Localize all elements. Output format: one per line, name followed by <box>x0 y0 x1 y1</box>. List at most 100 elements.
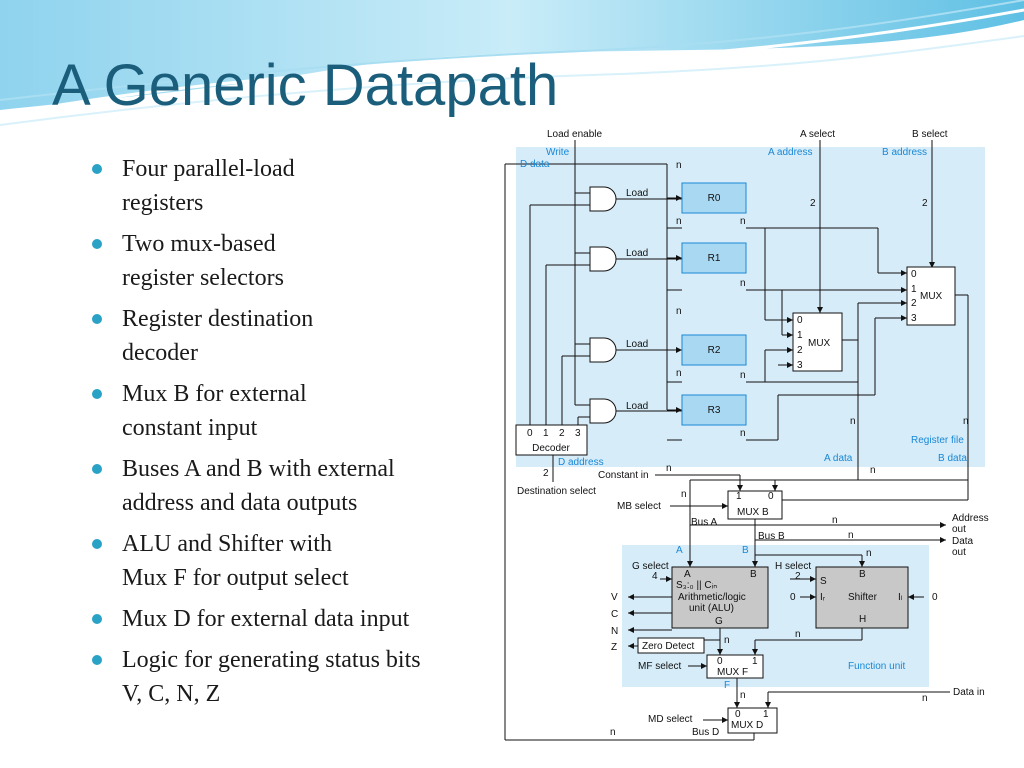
svg-text:V: V <box>611 592 618 603</box>
svg-text:Write: Write <box>546 147 570 158</box>
svg-text:Load: Load <box>626 339 648 350</box>
shifter <box>815 566 909 629</box>
svg-text:Z: Z <box>611 642 617 653</box>
svg-text:B address: B address <box>882 147 927 158</box>
bullet-item: Mux D for external data input <box>92 602 512 636</box>
svg-text:n: n <box>870 465 876 476</box>
svg-text:0: 0 <box>735 709 741 720</box>
page-title: A Generic Datapath <box>52 53 559 118</box>
svg-text:n: n <box>681 489 687 500</box>
svg-text:1: 1 <box>543 428 549 439</box>
functional-blocks <box>671 566 909 629</box>
svg-text:N: N <box>611 626 618 637</box>
svg-text:0: 0 <box>768 491 774 502</box>
svg-text:0: 0 <box>932 592 938 603</box>
svg-text:Iᵣ: Iᵣ <box>820 592 826 603</box>
datapath-wires <box>504 140 969 741</box>
mux-a <box>792 312 843 372</box>
register-label: R0 <box>708 193 721 204</box>
svg-text:D address: D address <box>558 457 604 468</box>
svg-text:MD select: MD select <box>648 714 693 725</box>
alu <box>671 566 769 629</box>
bullet-dot-icon <box>92 539 102 549</box>
svg-text:2: 2 <box>543 468 549 479</box>
svg-text:n: n <box>610 727 616 738</box>
svg-text:n: n <box>922 693 928 704</box>
svg-text:2: 2 <box>922 198 928 209</box>
svg-text:1: 1 <box>736 491 742 502</box>
svg-text:Load: Load <box>626 188 648 199</box>
svg-text:Data in: Data in <box>953 687 985 698</box>
svg-text:n: n <box>850 416 856 427</box>
svg-text:MF select: MF select <box>638 661 682 672</box>
svg-text:MUX B: MUX B <box>737 507 769 518</box>
mux-boxes <box>515 266 956 734</box>
and-gate-icon <box>589 246 617 272</box>
svg-text:MB select: MB select <box>617 501 661 512</box>
svg-text:Shifter: Shifter <box>848 592 878 603</box>
svg-text:n: n <box>740 428 746 439</box>
mux-label: MUX <box>808 338 831 349</box>
svg-text:A data: A data <box>824 453 853 464</box>
svg-text:1: 1 <box>763 709 769 720</box>
register-r0 <box>681 182 747 214</box>
svg-text:n: n <box>832 515 838 526</box>
bullet-dot-icon <box>92 314 102 324</box>
svg-text:2: 2 <box>795 571 801 582</box>
svg-text:Constant in: Constant in <box>598 470 649 481</box>
svg-text:0: 0 <box>790 592 796 603</box>
decoder-label: Decoder <box>532 443 570 454</box>
svg-text:1: 1 <box>911 284 917 295</box>
svg-text:Zero Detect: Zero Detect <box>642 641 694 652</box>
bullet-dot-icon <box>92 389 102 399</box>
svg-text:H select: H select <box>775 561 811 572</box>
register-r1 <box>681 242 747 274</box>
svg-text:G select: G select <box>632 561 669 572</box>
mux-b <box>727 490 783 520</box>
svg-text:n: n <box>848 530 854 541</box>
svg-text:2: 2 <box>911 298 917 309</box>
svg-text:Load enable: Load enable <box>547 129 602 140</box>
mux-b-register <box>906 266 956 326</box>
svg-text:Function unit: Function unit <box>848 661 905 672</box>
svg-text:Arithmetic/logic: Arithmetic/logic <box>678 592 746 603</box>
svg-text:A select: A select <box>800 129 835 140</box>
svg-text:3: 3 <box>575 428 581 439</box>
svg-text:3: 3 <box>797 360 803 371</box>
svg-text:n: n <box>740 690 746 701</box>
svg-text:B: B <box>859 569 866 580</box>
svg-text:unit (ALU): unit (ALU) <box>689 603 734 614</box>
svg-text:F: F <box>724 680 730 691</box>
svg-text:Bus B: Bus B <box>758 531 785 542</box>
svg-text:Destination select: Destination select <box>517 486 596 497</box>
register-r3 <box>681 394 747 426</box>
svg-text:A: A <box>684 569 691 580</box>
svg-text:n: n <box>740 370 746 381</box>
svg-text:n: n <box>963 416 969 427</box>
svg-text:MUX D: MUX D <box>731 720 763 731</box>
bullet-dot-icon <box>92 239 102 249</box>
registers: R0 R1 R2 R3 <box>681 182 747 426</box>
svg-text:0: 0 <box>911 269 917 280</box>
mux-f <box>706 654 764 679</box>
bullet-dot-icon <box>92 464 102 474</box>
svg-text:0: 0 <box>797 315 803 326</box>
svg-text:G: G <box>715 616 723 627</box>
svg-text:n: n <box>724 635 730 646</box>
mux-label: MUX <box>920 291 943 302</box>
svg-text:A address: A address <box>768 147 812 158</box>
svg-text:B select: B select <box>912 129 948 140</box>
and-gate-icon <box>589 398 617 424</box>
svg-text:MUX F: MUX F <box>717 667 748 678</box>
svg-text:B: B <box>742 545 749 556</box>
svg-text:Load: Load <box>626 401 648 412</box>
svg-text:B: B <box>750 569 757 580</box>
svg-text:n: n <box>666 463 672 474</box>
zero-detect <box>637 637 705 654</box>
